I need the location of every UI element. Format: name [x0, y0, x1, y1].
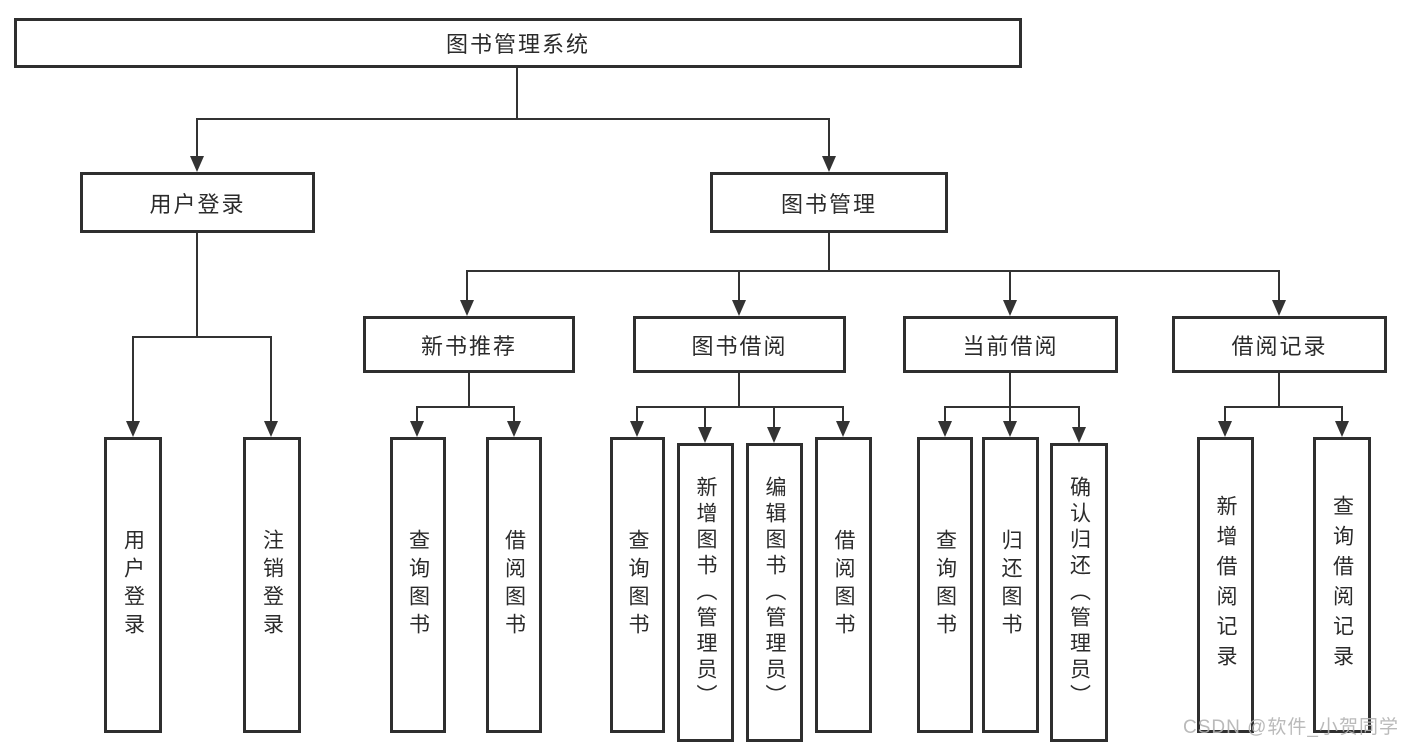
arrowhead-down: [938, 421, 952, 437]
node-rec-borrow-book-label: 借阅图书: [502, 529, 526, 641]
node-br-add-record-label: 新增借阅记录: [1214, 495, 1237, 675]
node-current-borrow-label: 当前借阅: [962, 333, 1059, 359]
connector-vline: [132, 336, 134, 422]
node-cb-return-book: 归还图书: [982, 437, 1039, 733]
arrowhead-down: [264, 421, 278, 437]
connector-hline: [132, 336, 272, 338]
arrowhead-down: [410, 421, 424, 437]
connector-hline: [944, 406, 1080, 408]
connector-vline: [828, 118, 830, 158]
connector-hline: [196, 118, 830, 120]
node-br-add-record: 新增借阅记录: [1197, 437, 1254, 733]
arrowhead-down: [1272, 300, 1286, 316]
arrowhead-down: [1072, 427, 1086, 443]
node-root-label: 图书管理系统: [445, 32, 590, 57]
node-bb-edit-book: 编辑图书（管理员）: [746, 443, 803, 742]
connector-vline: [738, 270, 740, 302]
node-bb-query-book: 查询图书: [610, 437, 665, 733]
connector-vline: [704, 406, 706, 428]
arrowhead-down: [732, 300, 746, 316]
node-cb-query-book: 查询图书: [917, 437, 973, 733]
node-cb-return-book-label: 归还图书: [999, 529, 1022, 641]
node-br-query-record-label: 查询借阅记录: [1330, 495, 1354, 675]
node-br-query-record: 查询借阅记录: [1313, 437, 1371, 733]
arrowhead-down: [698, 427, 712, 443]
connector-hline: [466, 270, 1280, 272]
node-new-book-rec-label: 新书推荐: [420, 333, 517, 359]
arrowhead-down: [1003, 421, 1017, 437]
connector-vline: [270, 336, 272, 422]
node-logout-login: 注销登录: [243, 437, 301, 733]
connector-vline: [196, 233, 198, 336]
arrowhead-down: [507, 421, 521, 437]
connector-vline: [944, 406, 946, 422]
arrowhead-down: [126, 421, 140, 437]
arrowhead-down: [1335, 421, 1349, 437]
arrowhead-down: [190, 156, 204, 172]
connector-vline: [1009, 406, 1011, 422]
node-rec-query-book-label: 查询图书: [406, 529, 430, 641]
connector-vline: [1009, 270, 1011, 302]
node-rec-borrow-book: 借阅图书: [486, 437, 542, 733]
connector-vline: [828, 233, 830, 270]
connector-vline: [516, 68, 518, 118]
connector-vline: [1278, 270, 1280, 302]
node-user-login-group: 用户登录: [80, 172, 315, 233]
node-bb-borrow-book-label: 借阅图书: [832, 529, 855, 641]
connector-vline: [1009, 373, 1011, 406]
arrowhead-down: [460, 300, 474, 316]
node-user-login-label: 用户登录: [121, 529, 145, 641]
connector-vline: [513, 406, 515, 422]
arrowhead-down: [836, 421, 850, 437]
node-book-mgmt-group-label: 图书管理: [780, 191, 877, 217]
connector-vline: [1224, 406, 1226, 422]
node-bb-add-book: 新增图书（管理员）: [677, 443, 734, 742]
connector-vline: [773, 406, 775, 428]
connector-vline: [738, 373, 740, 406]
node-rec-query-book: 查询图书: [390, 437, 446, 733]
node-borrow-records-label: 借阅记录: [1231, 333, 1328, 359]
csdn-watermark: CSDN @软件_小贺同学: [1183, 717, 1399, 738]
arrowhead-down: [630, 421, 644, 437]
node-cb-confirm-return-label: 确认归还（管理员）: [1067, 475, 1091, 710]
connector-vline: [1078, 406, 1080, 428]
connector-vline: [466, 270, 468, 302]
arrowhead-down: [767, 427, 781, 443]
node-logout-login-label: 注销登录: [260, 529, 284, 641]
node-user-login-group-label: 用户登录: [149, 191, 246, 217]
connector-vline: [468, 373, 470, 406]
connector-vline: [1278, 373, 1280, 406]
arrowhead-down: [1218, 421, 1232, 437]
node-user-login: 用户登录: [104, 437, 162, 733]
connector-hline: [636, 406, 844, 408]
connector-vline: [1341, 406, 1343, 422]
node-bb-edit-book-label: 编辑图书（管理员）: [763, 475, 786, 710]
connector-vline: [636, 406, 638, 422]
connector-hline: [1224, 406, 1343, 408]
node-book-borrow-label: 图书借阅: [691, 333, 788, 359]
node-book-mgmt-group: 图书管理: [710, 172, 948, 233]
node-book-borrow: 图书借阅: [633, 316, 846, 373]
connector-hline: [416, 406, 515, 408]
node-cb-confirm-return: 确认归还（管理员）: [1050, 443, 1108, 742]
node-root: 图书管理系统: [14, 18, 1022, 68]
node-borrow-records: 借阅记录: [1172, 316, 1387, 373]
node-bb-add-book-label: 新增图书（管理员）: [694, 475, 717, 710]
node-new-book-rec: 新书推荐: [363, 316, 575, 373]
node-bb-borrow-book: 借阅图书: [815, 437, 872, 733]
node-cb-query-book-label: 查询图书: [933, 529, 957, 641]
arrowhead-down: [822, 156, 836, 172]
arrowhead-down: [1003, 300, 1017, 316]
node-current-borrow: 当前借阅: [903, 316, 1118, 373]
node-bb-query-book-label: 查询图书: [626, 529, 649, 641]
connector-vline: [196, 118, 198, 158]
connector-vline: [416, 406, 418, 422]
connector-vline: [842, 406, 844, 422]
